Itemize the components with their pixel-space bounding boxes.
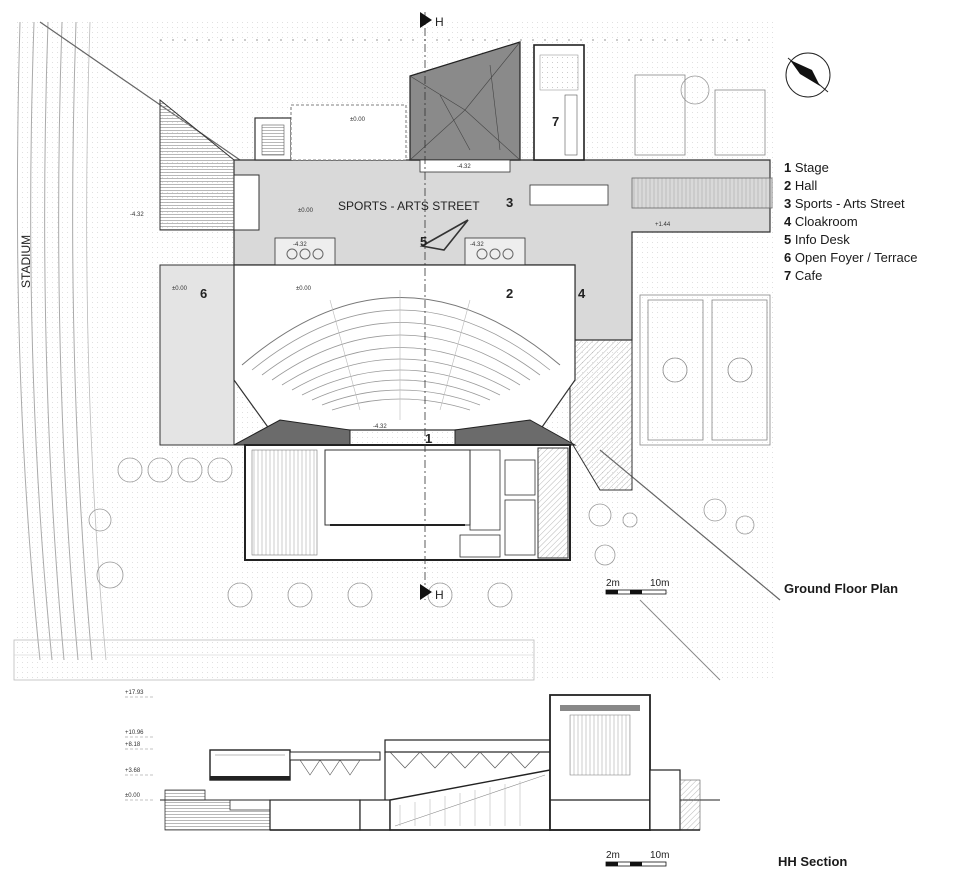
section-cut-line — [420, 12, 432, 600]
level-hall-top: ±0.00 — [296, 286, 312, 292]
room-number-stage: 1 — [425, 431, 432, 446]
section-elevation: +10.96 — [125, 730, 144, 736]
room-number-info-desk: 5 — [420, 234, 427, 249]
section-scale-label-b: 10m — [650, 850, 669, 861]
section-scale-label-a: 2m — [606, 850, 620, 861]
plan-scale-label-b: 10m — [650, 578, 669, 589]
section-scale-bar — [605, 861, 667, 867]
section-marker-top: H — [435, 15, 444, 29]
level-top-dark: -4.32 — [457, 164, 471, 170]
section-caption: HH Section — [778, 854, 847, 869]
legend-item: 7 Cafe — [784, 268, 822, 283]
level-stair-left: -4.32 — [130, 212, 144, 218]
room-number-foyer: 6 — [200, 286, 207, 301]
plan-caption: Ground Floor Plan — [784, 581, 898, 596]
legend-item: 6 Open Foyer / Terrace — [784, 250, 917, 265]
legend-item: 4 Cloakroom — [784, 214, 858, 229]
level-top-block: ±0.00 — [350, 117, 366, 123]
legend-item: 1 Stage — [784, 160, 829, 175]
level-foyer: ±0.00 — [172, 286, 188, 292]
street-label: SPORTS - ARTS STREET — [338, 199, 480, 213]
section-marker-bottom: H — [435, 588, 444, 602]
level-east-terrace: +1.44 — [655, 222, 671, 228]
section-elevation: +17.93 — [125, 690, 144, 696]
section-elevation: +3.68 — [125, 768, 141, 774]
plan-scale-label-a: 2m — [606, 578, 620, 589]
level-stage-pit: -4.32 — [373, 424, 387, 430]
landscape-trees — [88, 75, 755, 608]
room-number-street: 3 — [506, 195, 513, 210]
stadium-label: STADIUM — [19, 235, 33, 288]
legend-item: 2 Hall — [784, 178, 817, 193]
room-number-hall: 2 — [506, 286, 513, 301]
north-arrow-icon — [785, 52, 831, 98]
section-elevation: +8.18 — [125, 742, 141, 748]
legend: 1 Stage 2 Hall 3 Sports - Arts Street 4 … — [784, 160, 917, 283]
section-elevation: ±0.00 — [125, 793, 141, 799]
auditorium-hall — [233, 264, 577, 446]
room-number-cloakroom: 4 — [578, 286, 586, 301]
stage-block — [244, 444, 571, 561]
level-garden-right: -4.32 — [470, 242, 484, 248]
legend-item: 5 Info Desk — [784, 232, 850, 247]
sports-courts — [634, 74, 771, 446]
plan-scale-bar — [605, 589, 667, 595]
hh-section — [125, 694, 720, 831]
room-number-cafe: 7 — [552, 114, 559, 129]
planters — [274, 219, 526, 267]
north-block — [254, 41, 585, 173]
level-street: ±0.00 — [298, 208, 314, 214]
level-garden-left: -4.32 — [293, 242, 307, 248]
legend-item: 3 Sports - Arts Street — [784, 196, 905, 211]
